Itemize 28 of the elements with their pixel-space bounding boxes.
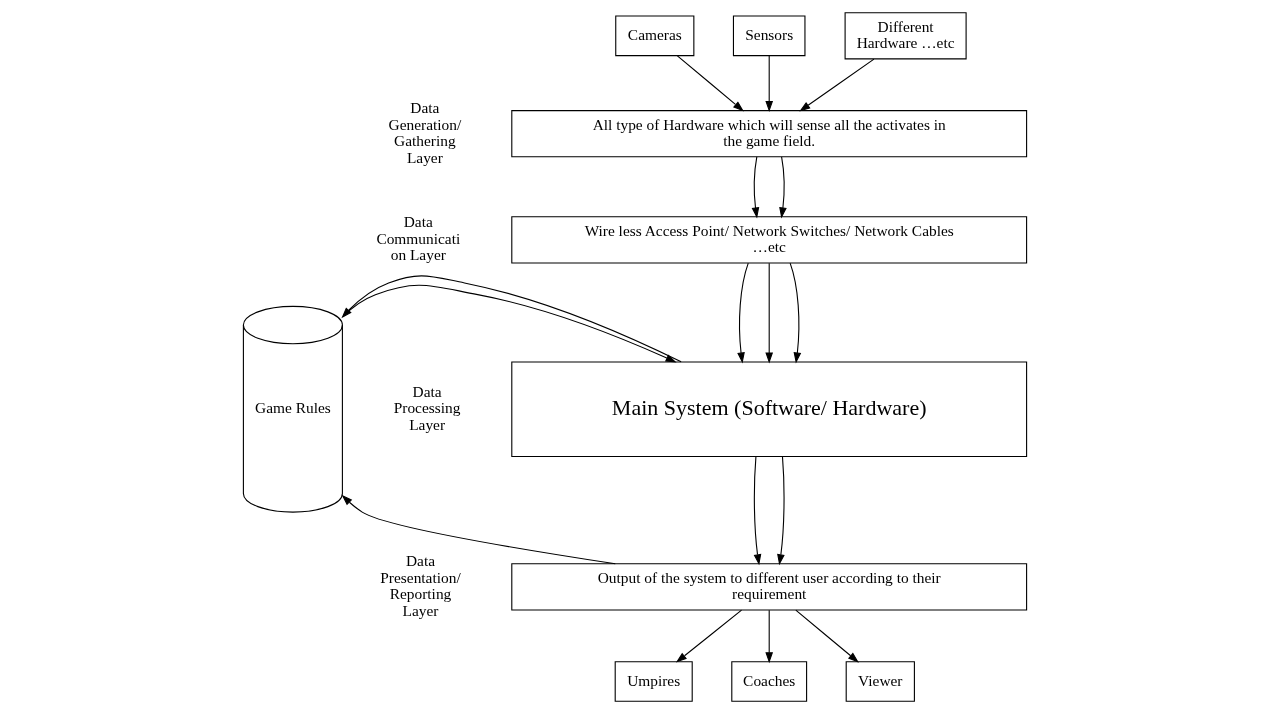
node-box: Umpires [614,661,693,702]
node-box: Wire less Access Point/ Network Switches/ Network Cables …etc [511,216,1028,264]
node-box: All type of Hardware which will sense all the activates in the game field. [511,110,1028,158]
arrow [676,55,744,112]
node-box: Cameras [615,15,695,57]
arrow [789,262,802,364]
arrow [341,494,616,565]
arrow [795,609,859,663]
node-box: Main System (Software/ Hardware) [511,361,1028,458]
label: Data Processing Layer [393,382,461,433]
arrow [753,456,762,566]
arrow [799,58,875,112]
node-box: Different Hardware …etc [844,12,967,60]
arrow [777,456,785,566]
arrow [675,609,743,663]
node-box: Sensors [732,15,806,57]
arrow [765,609,774,664]
arrow [765,55,774,113]
node-box: Viewer [845,661,915,702]
label: Data Communicati on Layer [376,213,461,264]
arrow [765,262,774,364]
arrow [779,156,787,219]
node-box: Coaches [731,661,808,702]
label: Data Presentation/ Reporting Layer [380,552,461,619]
node-box: Output of the system to different user according to their requirement [511,563,1028,611]
arrow [751,156,760,219]
label: Data Generation/ Gathering Layer [388,99,462,166]
arrow [737,262,749,364]
